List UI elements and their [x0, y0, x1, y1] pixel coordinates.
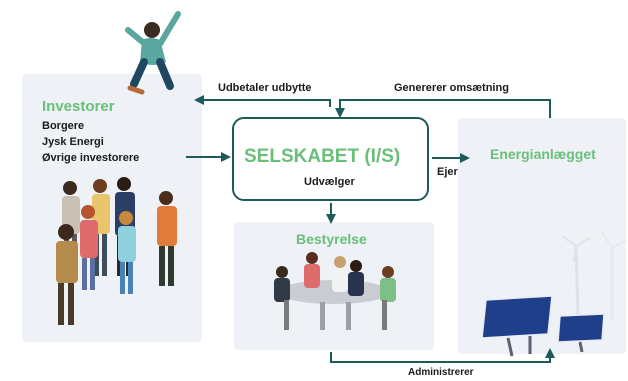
administers-label: Administrerer [408, 367, 474, 378]
jumping-person-illustration [125, 11, 181, 95]
company-title: SELSKABET (I/S) [244, 146, 401, 167]
investors-crowd-illustration [56, 177, 177, 325]
investor-item: Øvrige investorere [42, 152, 140, 164]
revenue-label: Genererer omsætning [394, 82, 509, 94]
solar-wind-illustration [481, 231, 627, 357]
arrow-administers [330, 348, 555, 363]
investors-title: Investorer [42, 98, 115, 115]
energy-plant-title: Energianlægget [490, 146, 596, 162]
dividend-label: Udbetaler udbytte [218, 82, 312, 94]
board-meeting-illustration [274, 252, 396, 330]
owns-label: Ejer [437, 166, 458, 178]
investor-item: Jysk Energi [42, 136, 104, 148]
arrow-dividend [194, 95, 331, 107]
arrow-revenue [335, 99, 551, 118]
investor-item: Borgere [42, 120, 85, 132]
company-subtitle: Udvælger [304, 176, 355, 188]
company-box [232, 117, 429, 201]
board-title: Bestyrelse [296, 231, 367, 247]
